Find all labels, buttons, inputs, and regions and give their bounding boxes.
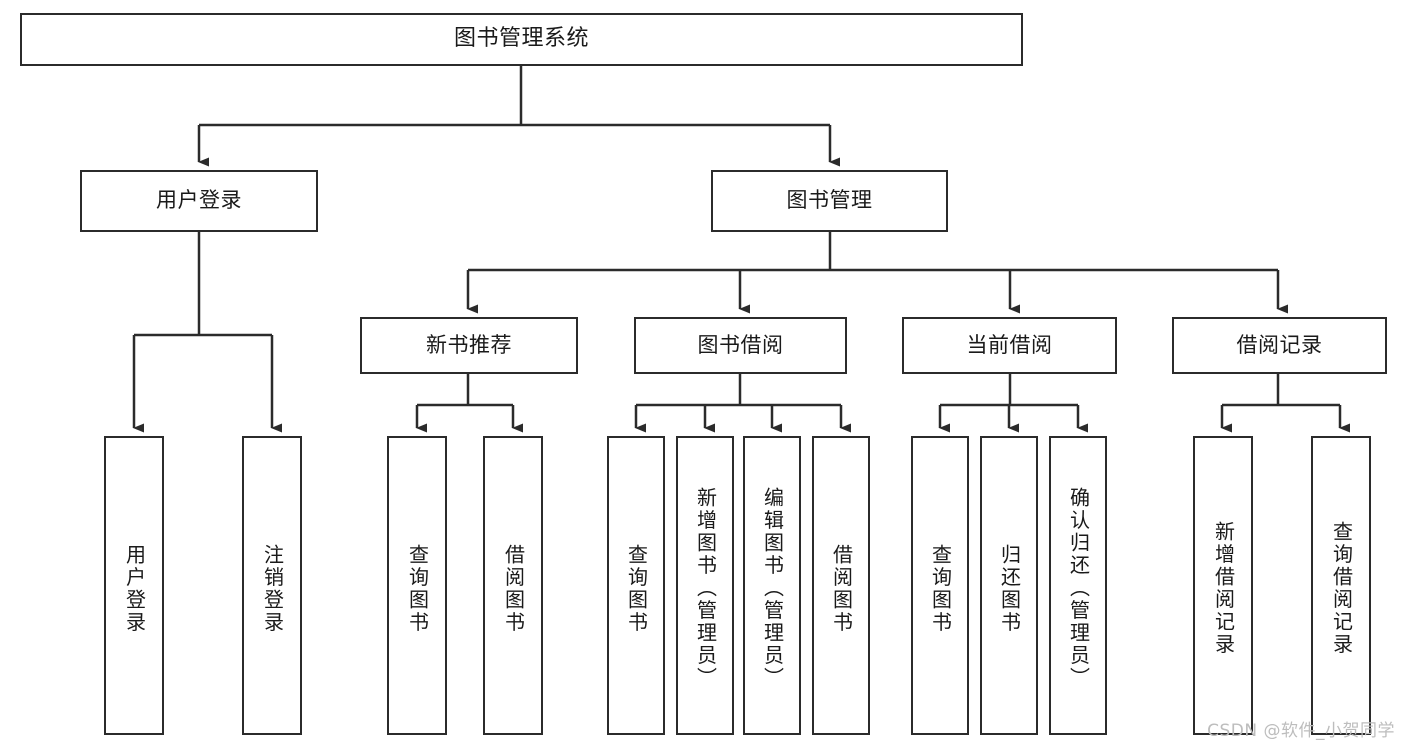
leaf-label: 确认归还（管理员） bbox=[1066, 487, 1091, 690]
leaf-label: 编辑图书（管理员） bbox=[760, 487, 785, 690]
leaf-label: 归还图书 bbox=[997, 543, 1022, 634]
leaf-current-borrow-confirm[interactable]: 确认归还（管理员） bbox=[1049, 436, 1107, 735]
leaf-user-login-login[interactable]: 用户登录 bbox=[104, 436, 164, 735]
node-book-borrow[interactable]: 图书借阅 bbox=[634, 317, 847, 374]
leaf-label: 新增借阅记录 bbox=[1211, 521, 1236, 656]
leaf-label: 查询图书 bbox=[405, 543, 430, 634]
leaf-borrow-record-query[interactable]: 查询借阅记录 bbox=[1311, 436, 1371, 735]
node-book-management[interactable]: 图书管理 bbox=[711, 170, 948, 232]
leaf-label: 用户登录 bbox=[122, 543, 147, 634]
node-borrow-record[interactable]: 借阅记录 bbox=[1172, 317, 1387, 374]
leaf-book-borrow-edit[interactable]: 编辑图书（管理员） bbox=[743, 436, 801, 735]
leaf-label: 借阅图书 bbox=[501, 543, 526, 634]
leaf-label: 注销登录 bbox=[260, 543, 285, 634]
leaf-book-borrow-query[interactable]: 查询图书 bbox=[607, 436, 665, 735]
node-current-borrow[interactable]: 当前借阅 bbox=[902, 317, 1117, 374]
leaf-label: 查询图书 bbox=[624, 543, 649, 634]
leaf-label: 新增图书（管理员） bbox=[693, 487, 718, 690]
leaf-book-borrow-borrow[interactable]: 借阅图书 bbox=[812, 436, 870, 735]
node-user-login[interactable]: 用户登录 bbox=[80, 170, 318, 232]
leaf-new-book-borrow[interactable]: 借阅图书 bbox=[483, 436, 543, 735]
leaf-label: 查询借阅记录 bbox=[1329, 521, 1354, 656]
leaf-new-book-query[interactable]: 查询图书 bbox=[387, 436, 447, 735]
node-root-system[interactable]: 图书管理系统 bbox=[20, 13, 1023, 66]
leaf-user-login-logout[interactable]: 注销登录 bbox=[242, 436, 302, 735]
leaf-label: 查询图书 bbox=[928, 543, 953, 634]
leaf-book-borrow-add[interactable]: 新增图书（管理员） bbox=[676, 436, 734, 735]
node-new-book-recommend[interactable]: 新书推荐 bbox=[360, 317, 578, 374]
leaf-current-borrow-return[interactable]: 归还图书 bbox=[980, 436, 1038, 735]
leaf-current-borrow-query[interactable]: 查询图书 bbox=[911, 436, 969, 735]
leaf-borrow-record-add[interactable]: 新增借阅记录 bbox=[1193, 436, 1253, 735]
leaf-label: 借阅图书 bbox=[829, 543, 854, 634]
